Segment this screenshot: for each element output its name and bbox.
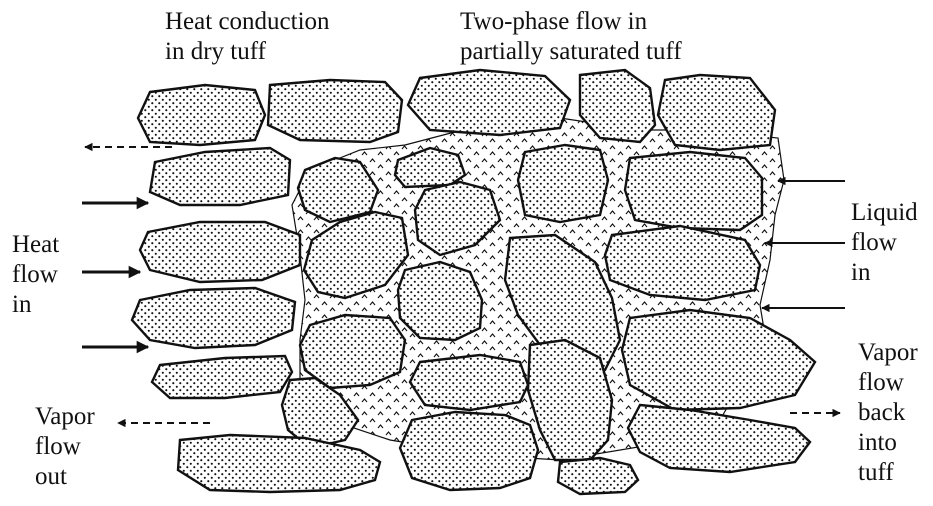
grain (140, 222, 300, 282)
grain (658, 75, 775, 150)
grain (518, 145, 608, 222)
vapor-flow-out-label: Vapor flow out (35, 402, 95, 492)
grain (268, 80, 402, 142)
grain (558, 458, 638, 494)
two-phase-flow-label: Two-phase flow in partially saturated tu… (460, 7, 682, 67)
grain (398, 262, 482, 340)
grain (132, 288, 295, 348)
grain (152, 356, 292, 398)
grain (622, 310, 815, 410)
grain (150, 148, 290, 205)
grain (138, 85, 265, 145)
vapor-flow-back-label: Vapor flow back into tuff (858, 338, 918, 488)
grain (400, 412, 538, 490)
heat-conduction-label: Heat conduction in dry tuff (165, 7, 330, 67)
grain (628, 405, 810, 472)
grain (625, 152, 762, 230)
grain (410, 355, 528, 410)
grain (300, 315, 405, 388)
liquid-flow-in-label: Liquid flow in (851, 198, 918, 288)
grain (178, 435, 380, 492)
tuff-grains (132, 70, 815, 494)
grain (408, 70, 570, 135)
heat-flow-in-label: Heat flow in (12, 230, 59, 320)
